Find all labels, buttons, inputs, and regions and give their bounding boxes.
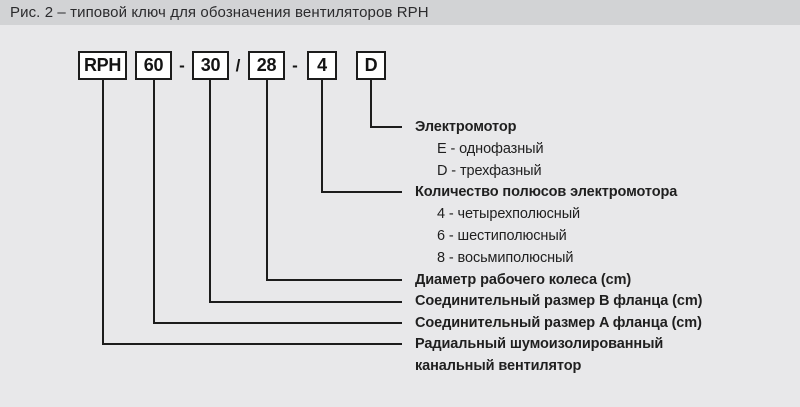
code-separator-dash-1: -: [179, 55, 185, 75]
label-pole-option-6: 6 - шестиполюсный: [437, 228, 567, 244]
label-pole-option-8: 8 - восьмиполюсный: [437, 250, 574, 266]
connector-impeller-diameter: [266, 80, 402, 281]
connector-pole-count: [321, 80, 402, 193]
code-box-flange-a: 60: [135, 51, 172, 80]
connector-electromotor: [370, 80, 402, 128]
code-box-flange-b: 30: [192, 51, 229, 80]
label-impeller-diameter: Диаметр рабочего колеса (cm): [415, 272, 632, 288]
code-box-motor-type: D: [356, 51, 386, 80]
label-flange-size-b: Соединительный размер B фланца (cm): [415, 293, 703, 309]
code-separator-dash-2: -: [292, 55, 298, 75]
label-pole-option-4: 4 - четырехполюсный: [437, 206, 581, 222]
code-box-series: RPH: [78, 51, 127, 80]
label-motor-option-e: E - однофазный: [437, 141, 544, 157]
figure-caption-bar: Рис. 2 – типовой ключ для обозначения ве…: [0, 0, 800, 25]
figure-caption: Рис. 2 – типовой ключ для обозначения ве…: [10, 4, 429, 21]
connector-flange-a: [153, 80, 402, 324]
connector-rph: [102, 80, 402, 345]
connector-flange-b: [209, 80, 402, 303]
code-box-impeller-diameter: 28: [248, 51, 285, 80]
label-electromotor: Электромотор: [415, 119, 517, 135]
code-separator-slash: /: [235, 55, 241, 75]
label-fan-type-line2: канальный вентилятор: [415, 358, 582, 374]
code-box-pole-count: 4: [307, 51, 337, 80]
label-motor-option-d: D - трехфазный: [437, 163, 542, 179]
label-fan-type-line1: Радиальный шумоизолированный: [415, 336, 664, 352]
label-pole-count: Количество полюсов электромотора: [415, 184, 678, 200]
label-flange-size-a: Соединительный размер A фланца (cm): [415, 315, 702, 331]
